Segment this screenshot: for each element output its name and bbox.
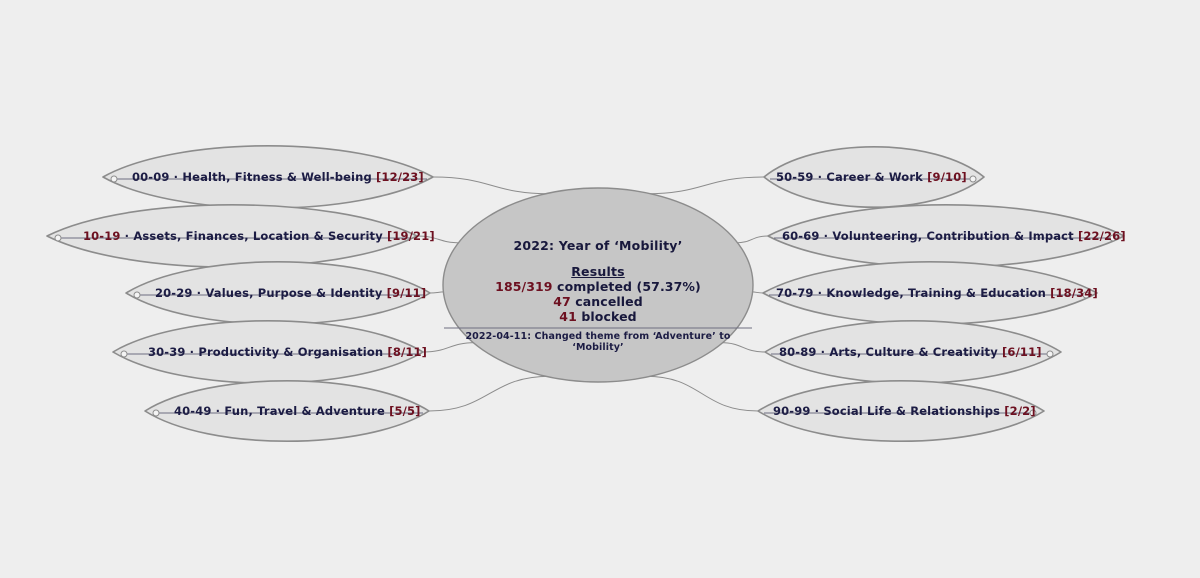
branch-prefix: 20-29 xyxy=(155,286,193,300)
connector-line-left-0 xyxy=(432,176,551,195)
blocked-text: blocked xyxy=(576,309,637,324)
node-connector-dot-80-89[interactable] xyxy=(1046,350,1054,358)
node-connector-dot-40-49[interactable] xyxy=(152,409,160,417)
branch-title: Values, Purpose & Identity xyxy=(205,286,387,300)
branch-node-80-89[interactable]: 80-89 · Arts, Culture & Creativity [6/11… xyxy=(779,345,1042,359)
branch-title: Assets, Finances, Location & Security xyxy=(133,229,387,243)
central-cancelled-line: 47 cancelled xyxy=(443,294,753,309)
branch-prefix: 30-39 xyxy=(148,345,186,359)
branch-count: [19/21] xyxy=(387,229,435,243)
blocked-count: 41 xyxy=(559,309,577,324)
branch-node-60-69[interactable]: 60-69 · Volunteering, Contribution & Imp… xyxy=(782,229,1126,243)
branch-count: [9/11] xyxy=(386,286,427,300)
branch-separator: · xyxy=(185,345,199,359)
branch-separator: · xyxy=(810,404,824,418)
branch-title: Fun, Travel & Adventure xyxy=(224,404,390,418)
branch-separator: · xyxy=(169,170,183,184)
branch-count: [9/10] xyxy=(927,170,967,184)
branch-count: [18/34] xyxy=(1050,286,1098,300)
branch-title: Arts, Culture & Creativity xyxy=(829,345,1003,359)
branch-count: [5/5] xyxy=(389,404,421,418)
branch-node-50-59[interactable]: 50-59 · Career & Work [9/10] xyxy=(776,170,967,184)
branch-node-70-79[interactable]: 70-79 · Knowledge, Training & Education … xyxy=(776,286,1098,300)
branch-prefix: 70-79 xyxy=(776,286,814,300)
branch-separator: · xyxy=(813,286,827,300)
branch-title: Social Life & Relationships xyxy=(823,404,1005,418)
branch-node-30-39[interactable]: 30-39 · Productivity & Organisation [8/1… xyxy=(148,345,427,359)
node-connector-dot-10-19[interactable] xyxy=(54,234,62,242)
central-spacer xyxy=(443,253,753,264)
branch-separator: · xyxy=(819,229,833,243)
branch-separator: · xyxy=(192,286,206,300)
central-note: 2022-04-11: Changed theme from ‘Adventur… xyxy=(465,331,731,353)
central-blocked-line: 41 blocked xyxy=(443,309,753,324)
branch-separator: · xyxy=(120,229,134,243)
branch-prefix: 60-69 xyxy=(782,229,820,243)
completed-text: completed (57.37%) xyxy=(552,279,701,294)
branch-separator: · xyxy=(816,345,830,359)
branch-prefix: 00-09 xyxy=(132,170,170,184)
connector-line-right-0 xyxy=(645,176,765,195)
node-connector-dot-30-39[interactable] xyxy=(120,350,128,358)
branch-node-90-99[interactable]: 90-99 · Social Life & Relationships [2/2… xyxy=(773,404,1036,418)
branch-count: [2/2] xyxy=(1004,404,1036,418)
branch-title: Health, Fitness & Well-being xyxy=(182,170,377,184)
branch-title: Volunteering, Contribution & Impact xyxy=(832,229,1078,243)
branch-prefix: 10-19 xyxy=(83,229,121,243)
central-results-heading: Results xyxy=(571,264,625,279)
branch-prefix: 80-89 xyxy=(779,345,817,359)
central-completed-line: 185/319 completed (57.37%) xyxy=(443,279,753,294)
connector-line-right-4 xyxy=(645,375,759,412)
central-node-text[interactable]: 2022: Year of ‘Mobility’ Results 185/319… xyxy=(443,238,753,324)
branch-prefix: 90-99 xyxy=(773,404,811,418)
branch-count: [8/11] xyxy=(387,345,428,359)
branch-separator: · xyxy=(813,170,827,184)
branch-node-10-19[interactable]: 10-19 · Assets, Finances, Location & Sec… xyxy=(83,229,435,243)
cancelled-count: 47 xyxy=(553,294,571,309)
branch-separator: · xyxy=(211,404,225,418)
branch-node-00-09[interactable]: 00-09 · Health, Fitness & Well-being [12… xyxy=(132,170,424,184)
branch-node-40-49[interactable]: 40-49 · Fun, Travel & Adventure [5/5] xyxy=(174,404,421,418)
branch-title: Career & Work xyxy=(826,170,928,184)
branch-prefix: 50-59 xyxy=(776,170,814,184)
branch-title: Productivity & Organisation xyxy=(198,345,388,359)
node-connector-dot-50-59[interactable] xyxy=(969,175,977,183)
branch-count: [22/26] xyxy=(1077,229,1126,243)
node-connector-dot-20-29[interactable] xyxy=(133,291,141,299)
branch-node-20-29[interactable]: 20-29 · Values, Purpose & Identity [9/11… xyxy=(155,286,426,300)
node-connector-dot-00-09[interactable] xyxy=(110,175,118,183)
branch-count: [6/11] xyxy=(1002,345,1042,359)
branch-count: [12/23] xyxy=(376,170,424,184)
connector-line-left-4 xyxy=(428,375,551,412)
branch-title: Knowledge, Training & Education xyxy=(826,286,1051,300)
central-title: 2022: Year of ‘Mobility’ xyxy=(513,238,683,253)
cancelled-text: cancelled xyxy=(570,294,643,309)
completed-count: 185/319 xyxy=(495,279,553,294)
branch-prefix: 40-49 xyxy=(174,404,212,418)
